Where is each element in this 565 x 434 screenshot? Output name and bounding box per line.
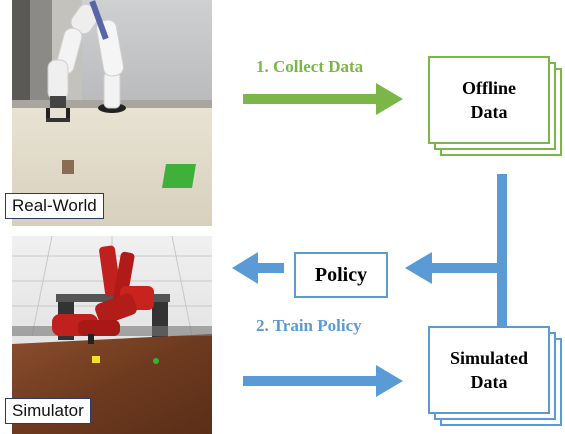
sim-to-data-arrowhead <box>376 365 403 397</box>
real-world-caption: Real-World <box>5 193 104 219</box>
collect-data-label: 1. Collect Data <box>256 57 364 76</box>
policy-to-sim-shaft <box>256 263 284 273</box>
offline-data-line1: Offline <box>462 78 516 98</box>
train-policy-label: 2. Train Policy <box>256 316 362 335</box>
policy-box: Policy <box>294 252 388 298</box>
collect-arrow <box>243 83 403 115</box>
sim-to-data-shaft <box>243 376 378 386</box>
simulated-data-box: Simulated Data <box>428 326 562 426</box>
train-connector-horizontal <box>430 263 507 273</box>
policy-label: Policy <box>314 263 368 286</box>
real-world-photo <box>12 0 212 226</box>
to-policy-arrowhead <box>405 252 432 284</box>
offline-data-line2: Data <box>470 102 508 122</box>
policy-to-sim-arrowhead <box>232 252 258 284</box>
train-connector-vertical <box>497 174 507 326</box>
simulated-data-line2: Data <box>470 372 508 392</box>
offline-data-box: Offline Data <box>428 56 562 156</box>
simulator-caption: Simulator <box>5 398 91 424</box>
simulated-data-line1: Simulated <box>449 348 528 368</box>
